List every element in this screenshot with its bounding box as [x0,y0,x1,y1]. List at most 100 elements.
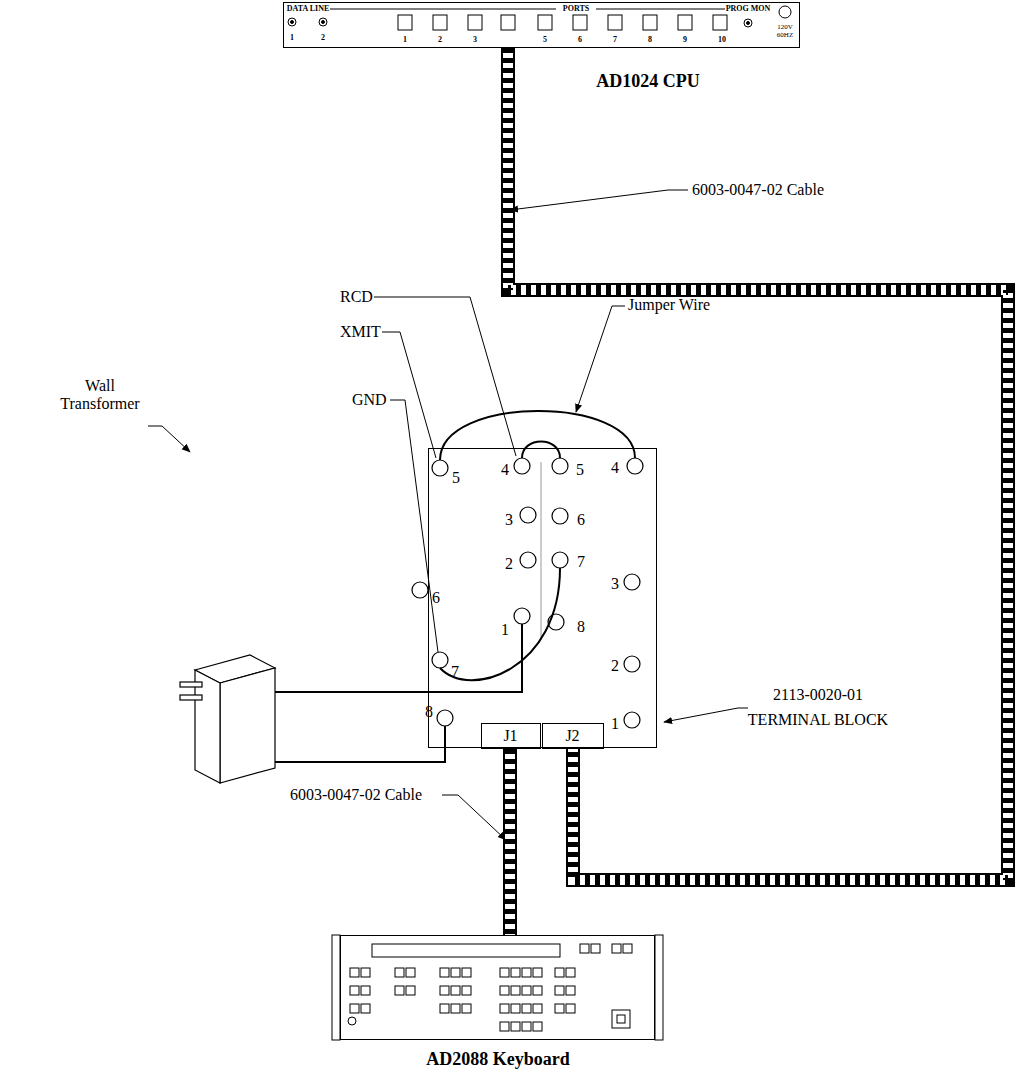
bnc-jack [744,19,752,27]
terminal-number: 3 [505,511,513,529]
key [440,1004,449,1013]
callout-label: Wall Transformer [50,377,150,412]
key [522,1004,531,1013]
key [395,986,404,995]
leader-line [148,426,190,452]
key [522,1022,531,1031]
panel-label: PROG MON [726,5,771,14]
node-label: AD1024 CPU [596,71,700,92]
callout-label: RCD [340,288,373,306]
terminal-screw [627,458,643,474]
port-jack [433,15,447,30]
terminal-number: 7 [577,553,585,571]
leader-line [374,297,516,456]
terminal-screw [624,712,640,728]
key [440,968,449,977]
port-jack [573,15,587,30]
panel-label: 9 [683,36,687,45]
joystick [617,1015,625,1023]
panel-label: 8 [648,36,652,45]
port-jack [713,15,727,30]
terminal-screw [520,552,536,568]
panel-label: 1 [290,34,294,43]
key [500,986,509,995]
panel-label: 3 [473,36,477,45]
cable-sheath [503,749,517,935]
node-label: J1 [503,727,517,745]
port-jack [538,15,552,30]
cables [508,48,1008,935]
node-label: J2 [565,727,579,745]
terminal-screw [552,508,568,524]
key [361,986,370,995]
panel-label: 7 [613,36,617,45]
terminal-screw [412,582,428,598]
terminal-number: 8 [425,703,433,721]
terminal-screws [412,458,643,728]
terminal-number: 4 [611,459,619,477]
terminal-number: 5 [452,469,460,487]
power-wire [272,624,522,692]
panel-label: 5 [543,36,547,45]
bnc-jack [747,22,750,25]
display [372,944,560,957]
cable-stripes [508,48,1008,880]
key [451,986,460,995]
panel-label: 6 [578,36,582,45]
key [406,968,415,977]
callout-label: Jumper Wire [628,296,710,314]
key-lock [348,1017,356,1025]
side-rail [332,935,340,1040]
key [566,986,575,995]
key [500,1022,509,1031]
key [566,1004,575,1013]
key [350,1004,359,1013]
cable-core [508,48,1008,880]
side-rail [655,935,663,1040]
bnc-jack [322,21,325,24]
key [406,986,415,995]
panel-label: 120V 60HZ [773,24,797,39]
terminal-number: 4 [501,461,509,479]
callout-label: GND [352,391,387,409]
keyboard-body [332,935,663,1040]
key [395,968,404,977]
terminal-number: 2 [611,657,619,675]
terminal-number: 6 [577,511,585,529]
leader-line [510,190,688,210]
key [612,944,621,953]
divider-line [541,462,542,640]
key [350,986,359,995]
wall-transformer [180,655,275,783]
key [451,968,460,977]
terminal-number: 1 [611,715,619,733]
key [511,986,520,995]
key [533,968,542,977]
terminal-screw [552,552,568,568]
port-jack [643,15,657,30]
node-label: AD2088 Keyboard [426,1049,570,1070]
key [361,1004,370,1013]
bnc-jack [291,21,294,24]
terminal-number: 5 [576,461,584,479]
terminal-number: 6 [432,589,440,607]
terminal-screw [624,574,640,590]
terminal-screw [437,710,453,726]
terminal-screw [432,652,448,668]
bnc-jack [288,18,296,26]
power-jack [779,6,791,18]
key [533,1022,542,1031]
panel-label: 2 [321,34,325,43]
terminal-number: 2 [505,555,513,573]
key [522,986,531,995]
port-jack [398,15,412,30]
port-jack [501,15,515,30]
bnc-jack [319,18,327,26]
callout-label: 6003-0047-02 Cable [692,181,824,199]
key [511,968,520,977]
panel-label: DATA LINE [287,5,330,14]
keyboard-unit: AD2088 Keyboard [340,935,655,1040]
port-jack [468,15,482,30]
jack-box: J1 [481,723,541,749]
